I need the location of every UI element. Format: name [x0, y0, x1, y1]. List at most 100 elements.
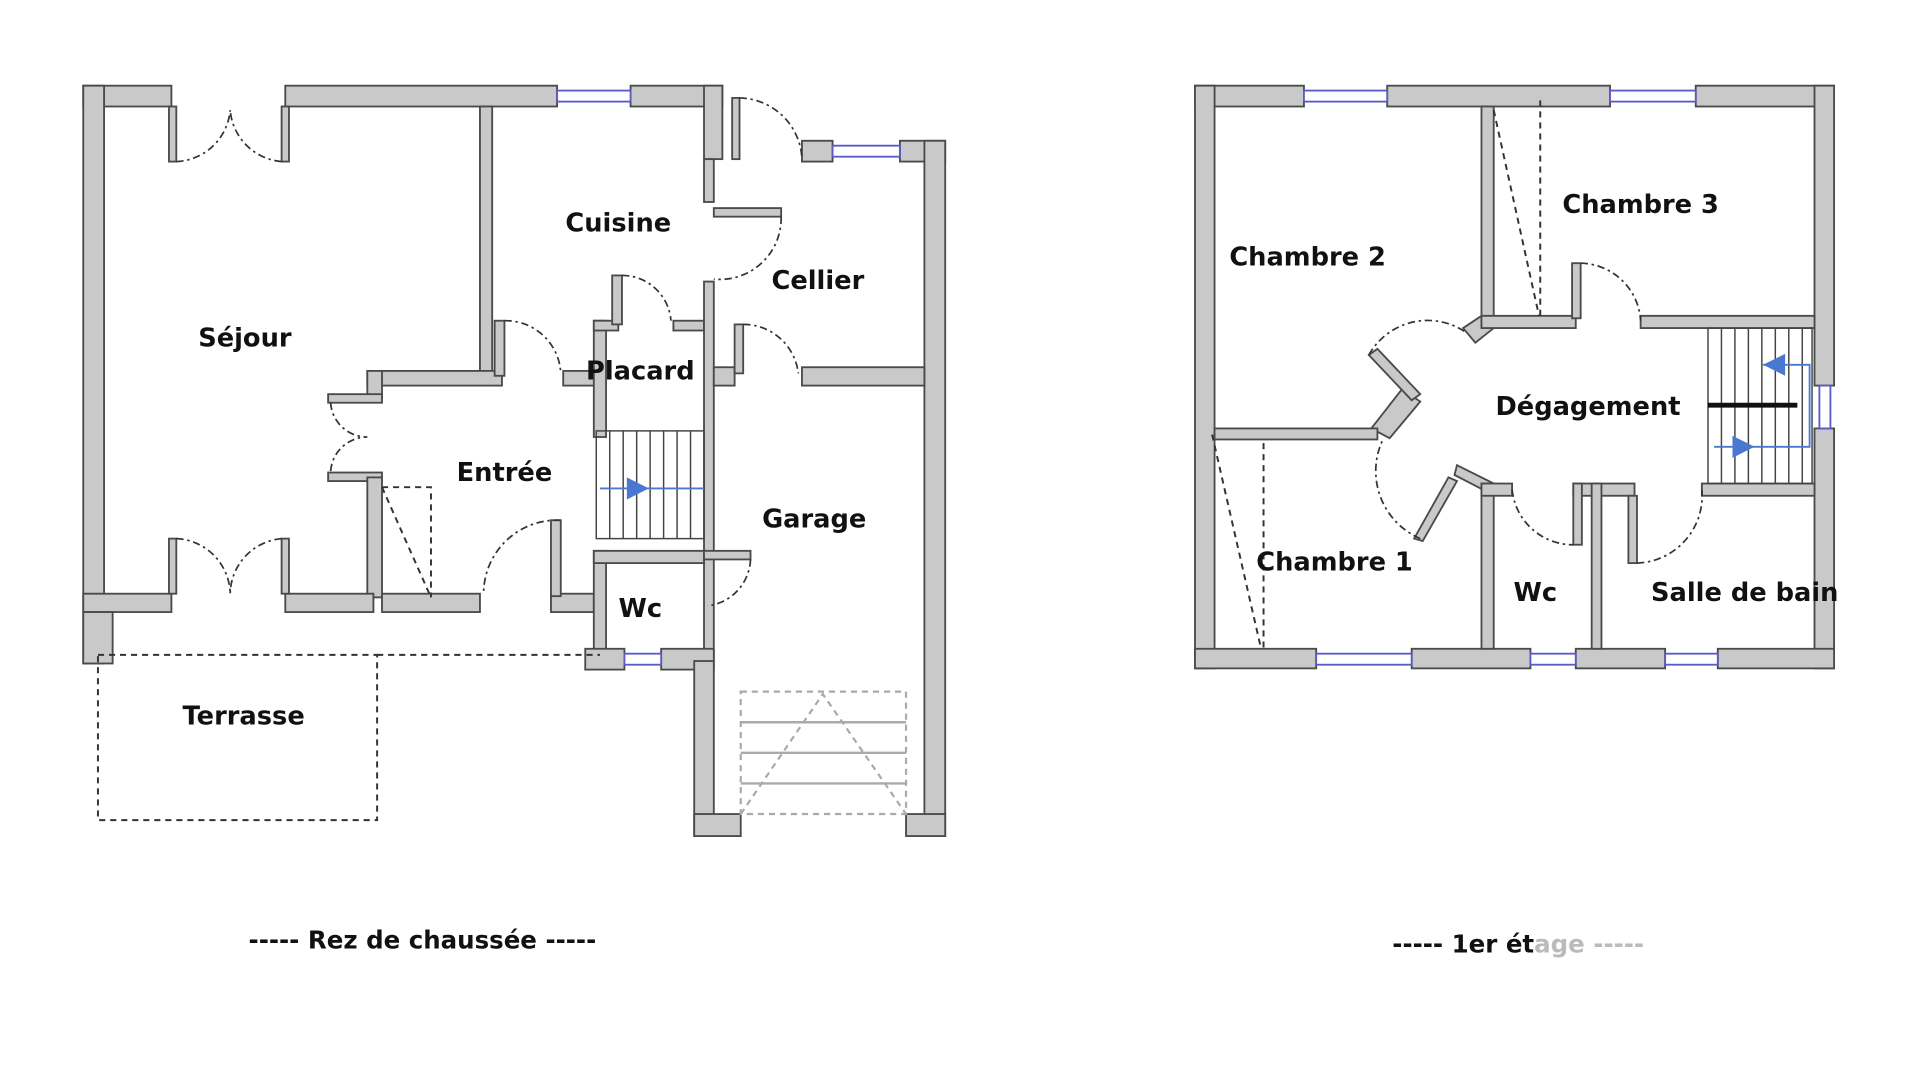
wall — [550, 519, 562, 598]
window — [831, 144, 901, 158]
door-swing — [176, 110, 282, 163]
caption-dashes: ----- — [1593, 929, 1644, 958]
wall — [1369, 388, 1422, 440]
caption-text: 1er ét — [1452, 929, 1535, 958]
room-label-chambre-2: Chambre 2 — [1229, 243, 1386, 273]
wall — [1694, 84, 1836, 108]
ground-floor-walls — [82, 84, 947, 837]
window — [1664, 652, 1719, 666]
wall — [801, 139, 834, 163]
caption-dashes: ----- — [249, 926, 300, 955]
room-label-placard: Placard — [586, 356, 695, 386]
room-label-cuisine: Cuisine — [565, 208, 671, 238]
wall — [82, 84, 105, 665]
room-label-degagement: Dégagement — [1495, 392, 1680, 422]
first-floor-walls — [1194, 84, 1836, 670]
first-floor-plan: Chambre 3 Chambre 2 Dégagement Chambre 1… — [1194, 84, 1838, 958]
room-label-salle-de-bain: Salle de bain — [1651, 578, 1838, 608]
wall — [327, 393, 383, 404]
garage-door-outline — [739, 690, 908, 816]
wall — [733, 323, 745, 375]
room-label-entree: Entrée — [457, 458, 553, 488]
wall — [479, 105, 494, 375]
wall — [168, 537, 178, 595]
wall — [1716, 647, 1836, 670]
window — [556, 89, 632, 103]
wall — [1639, 314, 1816, 329]
ground-floor-windows — [556, 89, 901, 666]
wall — [703, 549, 752, 561]
wall — [1700, 482, 1816, 497]
wall — [611, 274, 623, 326]
wall — [168, 105, 178, 163]
door-swing — [504, 274, 672, 374]
wall — [1194, 84, 1216, 670]
window — [1818, 384, 1832, 430]
ground-floor-plan: Séjour Cuisine Cellier Placard Entrée Ga… — [82, 84, 947, 955]
door-swing — [713, 97, 803, 281]
wall — [731, 97, 741, 161]
first-floor-windows — [1303, 89, 1832, 666]
garage-door — [739, 690, 908, 816]
wall — [923, 139, 947, 837]
wall — [284, 84, 559, 108]
wall — [1367, 347, 1422, 402]
wall — [592, 549, 705, 565]
wall — [584, 647, 626, 671]
ground-floor-doors — [176, 97, 803, 607]
wall — [693, 660, 715, 837]
wall — [82, 592, 173, 613]
caption-dashes: ----- — [545, 926, 596, 955]
terrasse-outline — [96, 653, 600, 822]
wall — [366, 476, 383, 599]
caption-dashes: ----- — [1392, 929, 1443, 958]
wall — [366, 369, 503, 387]
wall — [1480, 482, 1514, 497]
ground-floor-stairs — [595, 430, 705, 540]
room-label-cellier: Cellier — [771, 266, 864, 296]
wall — [1813, 427, 1836, 670]
first-floor-doors — [1211, 100, 1703, 650]
wall — [1571, 262, 1582, 320]
wall — [1480, 105, 1495, 328]
stair-arrow-right-icon — [1732, 435, 1755, 458]
caption-text: Rez de chaussée — [308, 926, 537, 955]
wall — [905, 813, 947, 837]
wall — [1410, 647, 1532, 670]
window — [1315, 652, 1413, 666]
window — [623, 652, 663, 666]
wall — [1590, 482, 1603, 650]
wall — [1572, 482, 1583, 546]
wall — [703, 84, 724, 161]
wall — [592, 319, 620, 332]
wall — [801, 366, 926, 387]
stair-arrow-up-icon — [1763, 353, 1786, 376]
caption-text-faded: age — [1534, 929, 1585, 958]
room-label-wc: Wc — [619, 594, 663, 624]
room-label-garage: Garage — [762, 505, 866, 535]
door-swing — [1368, 319, 1468, 540]
wall — [280, 537, 290, 595]
room-label-chambre-1: Chambre 1 — [1256, 547, 1413, 577]
garage-door-panels — [740, 721, 907, 785]
room-label-sejour: Séjour — [198, 323, 292, 353]
wall — [703, 158, 715, 203]
window — [1609, 89, 1697, 103]
wall — [1213, 427, 1379, 441]
door-swing — [329, 402, 368, 473]
room-label-chambre-3: Chambre 3 — [1562, 190, 1719, 220]
door-swing — [482, 323, 800, 607]
wall — [284, 592, 375, 613]
wall — [493, 319, 506, 377]
cupboard-outline — [381, 486, 432, 598]
stair-direction-line — [1714, 363, 1811, 448]
wall — [1813, 84, 1836, 387]
first-floor-stairs — [1707, 327, 1813, 485]
ground-floor-caption: ----- Rez de chaussée ----- — [249, 926, 597, 955]
stair-arrow-icon — [626, 477, 649, 500]
wall — [1194, 647, 1318, 670]
wall — [703, 280, 715, 662]
door-swing — [1511, 262, 1703, 564]
first-floor-caption: ----- 1er étage ----- — [1392, 929, 1644, 958]
